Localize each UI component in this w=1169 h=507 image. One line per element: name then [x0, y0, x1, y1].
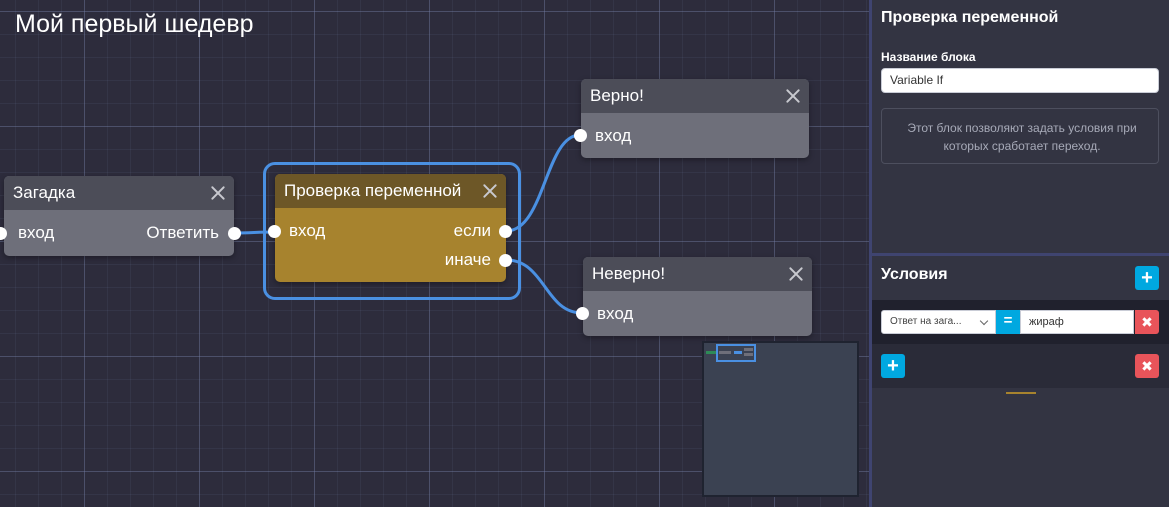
minimap-node	[734, 351, 742, 354]
condition-actions-row: + ✖	[872, 344, 1169, 388]
close-icon[interactable]	[788, 266, 804, 282]
node-variable-check-else-port[interactable]	[499, 254, 512, 267]
node-riddle-input-label: вход	[18, 223, 55, 242]
node-wrong-header[interactable]: Неверно!	[583, 257, 812, 291]
minimap-node	[744, 348, 753, 351]
block-description: Этот блок позволяют задать условия при к…	[881, 108, 1159, 164]
x-icon: ✖	[1141, 358, 1153, 374]
delete-condition-button[interactable]: ✖	[1135, 310, 1159, 334]
node-riddle-output-port[interactable]	[228, 227, 241, 240]
block-name-input[interactable]: Variable If	[881, 68, 1159, 93]
minimap-node	[719, 351, 731, 354]
add-condition-button[interactable]: +	[1135, 266, 1159, 290]
node-correct[interactable]: Верно! вход	[574, 79, 809, 158]
properties-panel: Проверка переменной Название блока Varia…	[869, 0, 1169, 507]
wire-else-to-wrong	[505, 258, 583, 315]
section-divider	[872, 253, 1169, 256]
x-icon: ✖	[1141, 314, 1153, 330]
node-wrong-title: Неверно!	[592, 264, 666, 283]
panel-title: Проверка переменной	[881, 9, 1059, 26]
node-variable-check-title: Проверка переменной	[284, 181, 462, 200]
condition-row: Ответ на зага... = жираф ✖	[872, 300, 1169, 344]
condition-variable-value: Ответ на зага...	[890, 316, 962, 327]
flow-canvas[interactable]: Мой первый шедевр Загадка вход Ответить …	[0, 0, 869, 507]
plus-icon: +	[1141, 267, 1153, 289]
node-variable-check-if-port[interactable]	[499, 225, 512, 238]
node-correct-title: Верно!	[590, 86, 644, 105]
node-variable-check-else-label: иначе	[444, 250, 491, 269]
close-icon[interactable]	[785, 88, 801, 104]
node-correct-input-label: вход	[595, 126, 632, 145]
close-icon[interactable]	[210, 185, 226, 201]
accent-line	[1006, 392, 1036, 394]
condition-value-input[interactable]: жираф	[1020, 310, 1134, 334]
node-riddle-input-port[interactable]	[0, 227, 7, 240]
node-variable-check[interactable]: Проверка переменной вход если иначе	[268, 174, 512, 282]
node-riddle-output-label: Ответить	[146, 223, 219, 242]
minimap-node	[744, 353, 753, 356]
minimap-node	[706, 351, 718, 354]
node-variable-check-if-label: если	[453, 221, 491, 240]
node-wrong-input-port[interactable]	[576, 307, 589, 320]
node-wrong-input-label: вход	[597, 304, 634, 323]
node-correct-input-port[interactable]	[574, 129, 587, 142]
node-variable-check-input-label: вход	[289, 221, 326, 240]
add-subcondition-button[interactable]: +	[881, 354, 905, 378]
node-riddle[interactable]: Загадка вход Ответить	[0, 176, 241, 256]
chevron-down-icon	[979, 316, 989, 326]
node-variable-check-header[interactable]: Проверка переменной	[275, 174, 506, 208]
close-icon[interactable]	[482, 183, 498, 199]
plus-icon: +	[887, 355, 899, 377]
minimap-viewport[interactable]	[716, 344, 756, 362]
minimap[interactable]	[702, 341, 859, 497]
node-correct-header[interactable]: Верно!	[581, 79, 809, 113]
block-name-label: Название блока	[881, 50, 976, 64]
selection-outline	[263, 162, 521, 300]
condition-operator[interactable]: =	[996, 310, 1020, 334]
node-riddle-header[interactable]: Загадка	[4, 176, 234, 210]
node-wrong[interactable]: Неверно! вход	[576, 257, 812, 336]
conditions-title: Условия	[881, 266, 948, 283]
project-title: Мой первый шедевр	[15, 10, 254, 38]
node-variable-check-input-port[interactable]	[268, 225, 281, 238]
delete-group-button[interactable]: ✖	[1135, 354, 1159, 378]
condition-variable-select[interactable]: Ответ на зага...	[881, 310, 996, 334]
node-riddle-title: Загадка	[13, 183, 76, 202]
